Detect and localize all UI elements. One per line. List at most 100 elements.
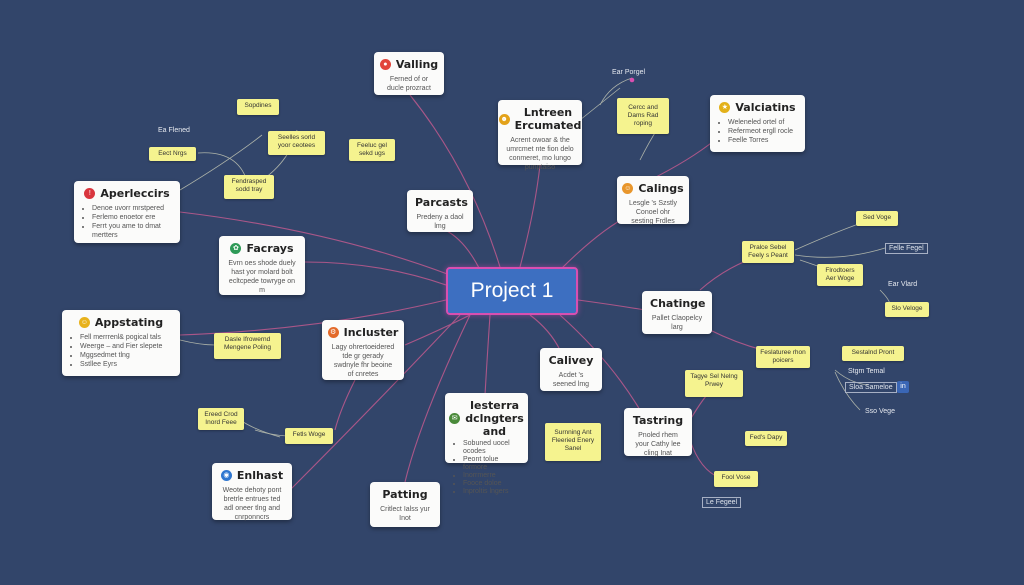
card-body: Critlect Ialss yur Inot (380, 506, 430, 522)
card-tastring[interactable]: Tastring Pnoled rhem your Cathy lee clin… (624, 408, 692, 457)
sticky-note[interactable]: Feeluc gel sekd ugs (349, 139, 395, 161)
link-appstating-note (179, 339, 216, 346)
sticky-note[interactable]: Pralce Sebel Feely s Peant (742, 241, 794, 263)
card-body: Acdet 's seened lmg (552, 372, 590, 388)
card-entreen[interactable]: ☻ Lntreen Ercumated Acrent owoar & the u… (498, 100, 582, 171)
link-center-parcasts (444, 229, 481, 271)
floating-label: Sloa Sameloe (845, 382, 897, 393)
card-title: Valling (395, 58, 439, 71)
sticky-note[interactable]: Flrodtoers Aer Woge (817, 264, 863, 286)
card-body: Pnoled rhem your Cathy lee cling Inat (635, 432, 681, 457)
sticky-note[interactable]: Fendrasped sodd tray (224, 175, 274, 199)
card-incluster[interactable]: ⚙ Incluster Lagy ohrertoeidered tde gr g… (322, 320, 404, 380)
card-calivey[interactable]: Calivey Acdet 's seened lmg (540, 348, 602, 391)
card-patting[interactable]: Patting Critlect Ialss yur Inot (370, 482, 440, 527)
sticky-note[interactable]: Eect Nrgs (149, 147, 196, 161)
card-title: Facrays (246, 242, 294, 255)
sticky-note[interactable]: Feslaturee rhon poicers (756, 346, 810, 368)
card-parcasts[interactable]: Parcasts Predeny a daol lmg (407, 190, 473, 232)
card-title: Chatinge (650, 297, 706, 310)
link-calings-valciatins (649, 139, 716, 181)
link-center-valling (409, 94, 501, 268)
floating-label: Sso Vege (865, 408, 895, 415)
sticky-note[interactable]: Slo Veloge (885, 302, 929, 317)
linkedin-icon[interactable]: in (897, 381, 909, 393)
floating-label: Stgm Temal (848, 368, 885, 375)
sticky-note[interactable]: Tagye Sel Nelng Prwey (685, 370, 743, 397)
sticky-note[interactable]: Fool Vose (714, 471, 758, 487)
card-chatinge[interactable]: Chatinge Pallet Claopelcy larg (642, 291, 712, 334)
floating-label: Ear Porgel (612, 69, 646, 76)
sticky-note[interactable]: Sestalnd Pront (842, 346, 904, 361)
list-item: Fooce doloe (463, 480, 520, 488)
link-center-incluster (404, 314, 471, 346)
card-title: Parcasts (415, 196, 468, 209)
card-body: Weote dehoty pont bretrle entrues ted ad… (222, 487, 282, 521)
card-valling[interactable]: ● Valling Ferned of or ducle prozract (374, 52, 444, 95)
link-right-notes2 (794, 247, 886, 258)
alert-icon: ! (84, 188, 96, 199)
card-title: Calings (638, 182, 684, 195)
card-aperleccirs[interactable]: ! Aperleccirs Denoe uvorr mrstpered Ferl… (74, 181, 180, 243)
chat-icon: ✉ (449, 413, 461, 424)
floating-label: Ear Vlard (888, 281, 918, 288)
link-center-entreen (519, 164, 541, 268)
link-center-chatinge (577, 299, 646, 311)
card-list: Weleneled ortel of Refermeot ergll rocle… (718, 118, 797, 145)
list-item: Refermeot ergll rocle (728, 127, 797, 136)
sticky-note[interactable]: Seelles sorld yoor ceotees (268, 131, 325, 155)
card-body: Lesgle 's Szstly Conoel ohr sesting Frdl… (628, 200, 678, 225)
list-item: Weleneled ortel of (728, 118, 797, 127)
sticky-note[interactable]: Sopdines (237, 99, 279, 115)
card-title: Lntreen Ercumated (514, 106, 582, 132)
card-facrays[interactable]: ✿ Facrays Evrn oes shode duely hast yor … (219, 236, 305, 295)
card-body: Acrent owoar & the umrcmet nte fion delo… (506, 137, 574, 171)
card-list: Sobuned uocel ocodes Peont tolue formore… (453, 440, 520, 496)
card-title: Patting (382, 488, 428, 501)
card-body: Predeny a daol lmg (416, 214, 464, 230)
globe-icon: ◉ (220, 470, 232, 481)
central-node[interactable]: Project 1 (446, 267, 578, 315)
link-center-aperleccirs (179, 211, 451, 276)
list-item: Sobuned uocel ocodes (463, 440, 520, 456)
link-entreen-label (599, 77, 633, 106)
card-title: Valciatins (735, 101, 796, 114)
sticky-note[interactable]: Dasle Ifrowernd Mengene Poling (214, 333, 281, 359)
list-item: Sstllee Eyrs (80, 360, 172, 369)
list-item: Inproltis lngers (463, 488, 520, 496)
gear-icon: ⚙ (327, 327, 339, 338)
card-list: Denoe uvorr mrstpered Ferlemo enoetor er… (82, 204, 172, 240)
floating-label: Le Fegeel (702, 497, 742, 508)
sticky-note[interactable]: Fetls Woge (285, 428, 333, 444)
card-title: Iesterra dclngters and (465, 399, 524, 438)
sticky-note[interactable]: Ereed Crod Inord Feee (198, 408, 244, 430)
link-aperleccirs-notes (179, 134, 263, 191)
link-enlhast-notes (254, 429, 288, 437)
card-title: Incluster (343, 326, 399, 339)
card-enlhast[interactable]: ◉ Enlhast Weote dehoty pont bretrle entr… (212, 463, 292, 521)
leaf-icon: ✿ (230, 243, 242, 254)
link-center-tastring (559, 314, 641, 411)
list-item: Peont tolue formore (463, 456, 520, 472)
card-body: Pallet Claopelcy larg (651, 315, 703, 331)
pin-icon: ● (379, 59, 391, 70)
sticky-note[interactable]: Sed Voge (856, 211, 898, 226)
sticky-note[interactable]: Fed's Dapy (745, 431, 787, 446)
card-appstating[interactable]: ☺ Appstating Fell merrrenl& pogical tals… (62, 310, 180, 376)
sticky-note[interactable]: Surnning Ant Fleeried Enery Sanel (545, 423, 601, 461)
sticky-note[interactable]: Cercc and Dams Rad roping (617, 98, 669, 134)
link-center-iesterra (484, 314, 491, 396)
card-valciatins[interactable]: ★ Valciatins Weleneled ortel of Refermeo… (710, 95, 805, 152)
card-calings[interactable]: ☺ Calings Lesgle 's Szstly Conoel ohr se… (617, 176, 689, 225)
face-icon: ☺ (622, 183, 634, 194)
link-center-calivey (529, 314, 561, 351)
card-body: Ferned of or ducle prozract (387, 76, 431, 92)
card-title: Enlhast (236, 469, 284, 482)
list-item: Denoe uvorr mrstpered (92, 204, 172, 213)
card-title: Appstating (94, 316, 164, 329)
card-title: Aperleccirs (100, 187, 170, 200)
card-body: Lagy ohrertoeidered tde gr gerady swdnyl… (331, 344, 395, 378)
link-entreen-notes (579, 87, 621, 121)
card-iesterra[interactable]: ✉ Iesterra dclngters and Sobuned uocel o… (445, 393, 528, 495)
